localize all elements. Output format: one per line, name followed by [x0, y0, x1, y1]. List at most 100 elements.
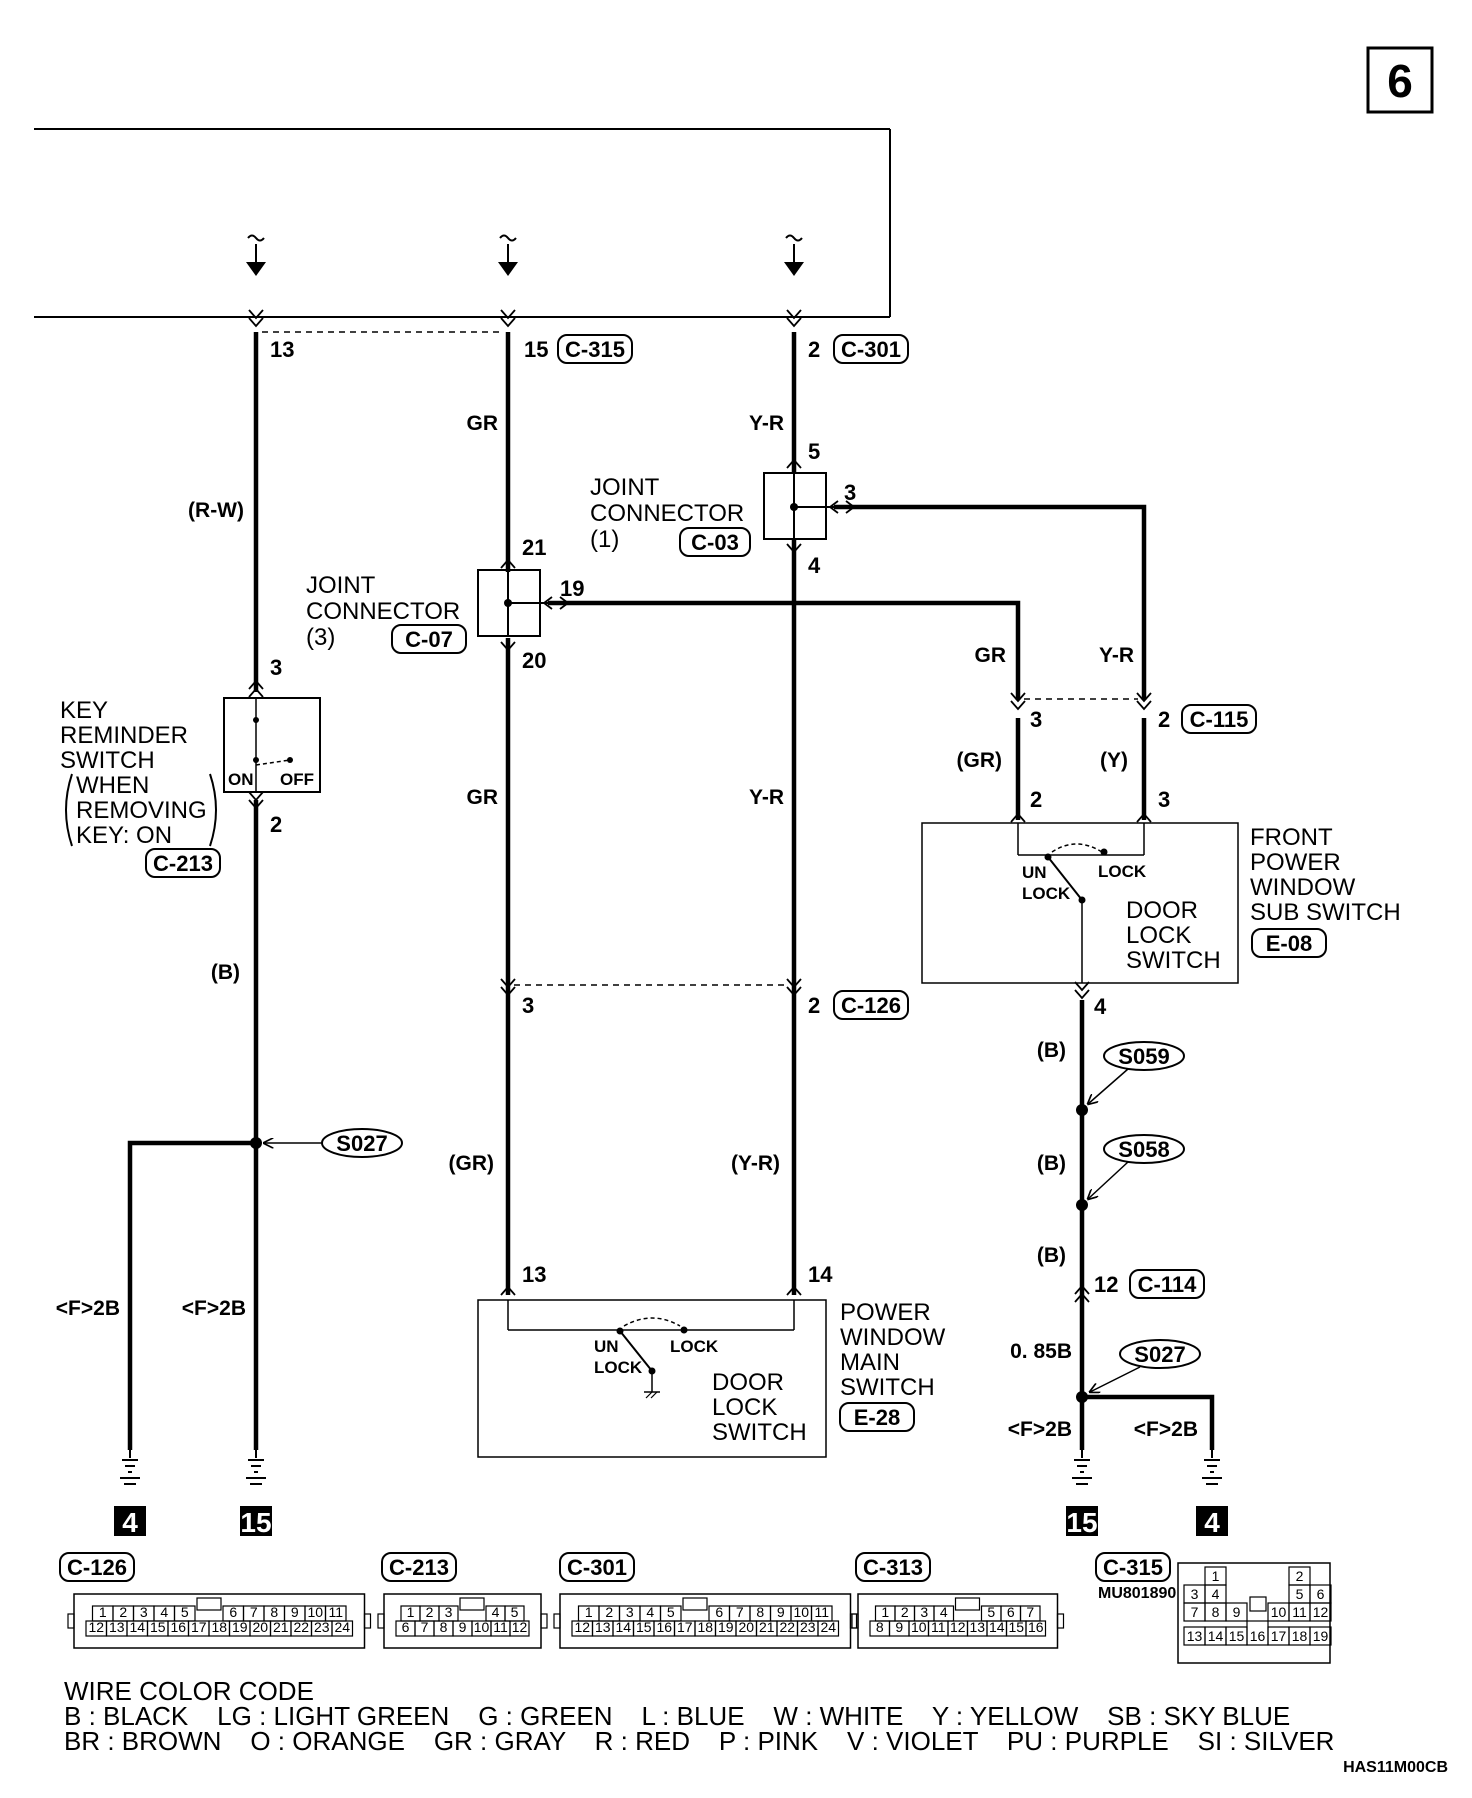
pin-label: 3 [844, 480, 856, 505]
joint-connector-1 [763, 472, 834, 540]
svg-text:DOOR: DOOR [712, 1369, 784, 1396]
wire-label: <F>2B [1134, 1418, 1198, 1441]
connector-pin-number: 7 [250, 1604, 258, 1620]
connector-c315-label: C-315 [565, 337, 625, 362]
connector-pin-number: 6 [1317, 1586, 1325, 1602]
pin-label: 2 [1158, 707, 1170, 732]
connector-pin-number: 2 [119, 1604, 127, 1620]
connector-key [1249, 1596, 1267, 1612]
connector-pin-number: 16 [656, 1619, 672, 1635]
svg-text:(3): (3) [306, 624, 335, 651]
connector-pin-number: 2 [901, 1604, 909, 1620]
svg-text:KEY: ON: KEY: ON [76, 822, 172, 849]
continuation-marks [247, 234, 803, 262]
pin-label: 5 [808, 439, 820, 464]
svg-text:WHEN: WHEN [76, 772, 149, 799]
connector-pin-number: 15 [636, 1619, 652, 1635]
connector-pin-number: 9 [895, 1619, 903, 1635]
connector-pin-number: 7 [421, 1619, 429, 1635]
connector-pin-number: 3 [1191, 1586, 1199, 1602]
connector-pin-number: 10 [1271, 1604, 1287, 1620]
connector-cell [1025, 1620, 1047, 1637]
connector-pin-number: 14 [615, 1619, 631, 1635]
front-power-window-sub-switch: UN LOCK LOCK [921, 822, 1239, 984]
connector-pin-number: 12 [88, 1619, 104, 1635]
connector-pin-number: 21 [273, 1619, 289, 1635]
connector-latch [1056, 1613, 1065, 1629]
wire-label: (B) [211, 961, 240, 984]
svg-text:SWITCH: SWITCH [1126, 947, 1221, 974]
wire-label: <F>2B [182, 1297, 246, 1320]
main-switch-unlock-label: LOCK [594, 1358, 643, 1377]
connector-pin-number: 20 [252, 1619, 268, 1635]
page-number: 6 [1387, 55, 1413, 107]
wire-label: GR [467, 786, 499, 809]
splice-s058: S058 [1088, 1134, 1185, 1199]
svg-text:CONNECTOR: CONNECTOR [306, 598, 460, 625]
connector-pin-number: 5 [667, 1604, 675, 1620]
connector-pin-number: 18 [211, 1619, 227, 1635]
pin-label: 19 [560, 576, 584, 601]
connector-pin-number: 5 [181, 1604, 189, 1620]
wire-label: 0. 85B [1010, 1340, 1072, 1363]
connector-pin-number: 2 [605, 1604, 613, 1620]
splice-s027-right-label: S027 [1134, 1342, 1185, 1367]
connector-e28-label: E-28 [854, 1405, 900, 1430]
wire-label: (GR) [957, 749, 1003, 772]
ground-icons [120, 1450, 1222, 1485]
svg-text:LOCK: LOCK [1126, 922, 1191, 949]
connector-pin-number: 1 [585, 1604, 593, 1620]
connector-pin-number: 4 [646, 1604, 654, 1620]
wire-label: GR [467, 412, 499, 435]
connector-pin-number: 7 [1191, 1604, 1199, 1620]
connector-pin-number: 1 [99, 1604, 107, 1620]
connector-pin-number: 12 [950, 1619, 966, 1635]
ground-15-right: 15 [1066, 1507, 1097, 1538]
continuation-frame [34, 128, 891, 318]
pin-label: 2 [808, 993, 820, 1018]
connector-pin-number: 18 [1292, 1628, 1308, 1644]
connector-code-boxes [59, 334, 1327, 1582]
splice-s059: S059 [1088, 1041, 1185, 1104]
connector-pin-number: 7 [736, 1604, 744, 1620]
component-labels: JOINT CONNECTOR (1) JOINT CONNECTOR (3) … [60, 474, 1401, 1446]
legend-title: WIRE COLOR CODE [64, 1676, 314, 1706]
connector-pin-number: 9 [459, 1619, 467, 1635]
connector-dashes [262, 331, 1138, 986]
pin-label: 20 [522, 648, 546, 673]
wire-color-legend: WIRE COLOR CODE B : BLACK LG : LIGHT GRE… [64, 1676, 1334, 1756]
svg-text:WINDOW: WINDOW [840, 1324, 946, 1351]
key-switch-on-label: ON [228, 770, 254, 789]
connector-pin-number: 1 [881, 1604, 889, 1620]
ground-4-right: 4 [1204, 1507, 1220, 1538]
wire-label: Y-R [1099, 644, 1134, 667]
connector-pin-number: 11 [493, 1619, 508, 1635]
connector-latch [363, 1613, 372, 1629]
joint-connector-3 [477, 569, 548, 637]
connector-latch [67, 1613, 75, 1629]
svg-text:SWITCH: SWITCH [840, 1374, 935, 1401]
pin-label: 13 [270, 337, 294, 362]
connector-pin-number: 3 [920, 1604, 928, 1620]
connector-pin-number: 8 [1212, 1604, 1220, 1620]
connector-pin-number: 23 [314, 1619, 330, 1635]
pin-label: 2 [1030, 787, 1042, 812]
connector-cell [1309, 1626, 1332, 1646]
page-number-box: 6 [1366, 46, 1434, 114]
power-window-main-switch: UN LOCK LOCK [477, 1299, 827, 1458]
pin-label: 13 [522, 1262, 546, 1287]
svg-text:KEY: KEY [60, 697, 108, 724]
connector-pin-number: 4 [160, 1604, 168, 1620]
svg-text:SUB SWITCH: SUB SWITCH [1250, 899, 1401, 926]
joint-connector-1-label: JOINT CONNECTOR (1) [590, 474, 744, 553]
connector-pin-number: 13 [109, 1619, 125, 1635]
connector-pin-number: 8 [756, 1604, 764, 1620]
wire-label: (GR) [449, 1152, 495, 1175]
face-c313-label: C-313 [863, 1555, 923, 1580]
connector-pin-number: 18 [697, 1619, 713, 1635]
connector-pin-number: 5 [511, 1604, 519, 1620]
svg-text:(1): (1) [590, 526, 619, 553]
connector-pin-number: 16 [1250, 1628, 1266, 1644]
